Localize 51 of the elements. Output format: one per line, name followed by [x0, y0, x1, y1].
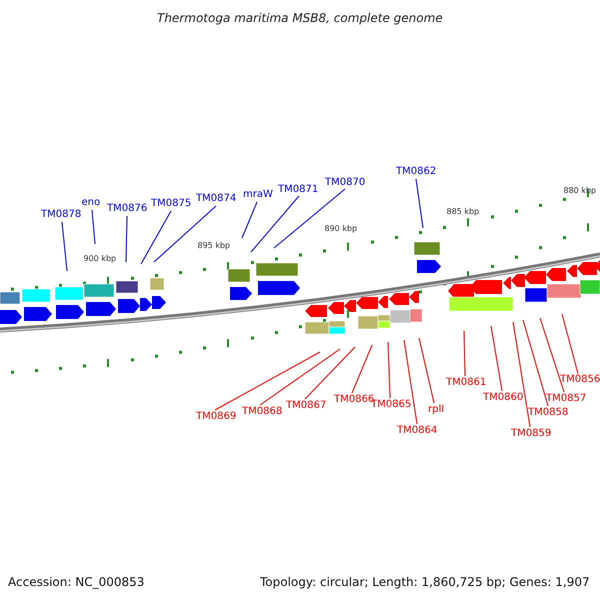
scale-label: 880 kbp	[564, 187, 596, 195]
leader-line	[562, 314, 578, 374]
gene-label: TM0874	[196, 194, 236, 204]
gene-label: TM0875	[151, 199, 192, 209]
leader-line	[250, 196, 300, 252]
gene-label: TM0876	[107, 204, 148, 214]
scale-label: 895 kbp	[198, 242, 230, 250]
gene-label: TM0857	[546, 394, 586, 404]
leader-line	[140, 210, 172, 264]
gene-label: rplI	[428, 405, 444, 415]
gene-label: TM0856	[560, 375, 600, 385]
leader-line	[490, 326, 502, 392]
footer-text: Topology: circular; Length: 1,860,725 bp; Genes: 1,907	[260, 576, 590, 588]
leader-line	[388, 342, 390, 398]
gene-label: TM0861	[446, 378, 486, 388]
leader-line	[540, 318, 564, 392]
leader-line	[404, 340, 418, 424]
gene-label: TM0878	[41, 210, 82, 220]
leader-line	[512, 322, 530, 428]
leader-line	[274, 188, 346, 248]
leader-line	[416, 178, 424, 228]
gene-label: TM0858	[528, 408, 568, 418]
leader-line	[260, 348, 340, 406]
leader-line	[304, 346, 356, 400]
leader-line	[522, 320, 548, 406]
leader-line	[126, 216, 128, 262]
scale-label: 900 kbp	[84, 255, 116, 263]
leader-line	[214, 352, 320, 410]
leader-line	[154, 206, 216, 262]
title: Thermotoga maritima MSB8, complete genome	[157, 12, 443, 24]
leader-line	[352, 344, 372, 394]
gene-label: TM0859	[511, 429, 552, 439]
gene-label: TM0862	[396, 167, 436, 177]
gene-label: eno	[82, 198, 100, 208]
gene-label: mraW	[243, 190, 273, 200]
gene-label: TM0865	[371, 400, 412, 410]
gene-label: TM0860	[483, 393, 524, 403]
gene-label: TM0869	[196, 412, 236, 422]
leader-line	[464, 330, 466, 376]
leader-line	[418, 338, 434, 404]
scale-label: 890 kbp	[324, 225, 358, 233]
scale-label: 885 kbp	[446, 208, 480, 216]
leader-line	[92, 210, 96, 244]
gene-label: TM0867	[286, 401, 326, 411]
leader-line	[242, 202, 258, 238]
leader-line	[62, 222, 68, 272]
gene-label: TM0871	[278, 185, 318, 195]
footer-text: Accession: NC_000853	[8, 576, 144, 588]
gene-label: TM0864	[397, 426, 438, 436]
gene-label: TM0870	[325, 178, 366, 188]
gene-label: TM0868	[242, 407, 282, 417]
